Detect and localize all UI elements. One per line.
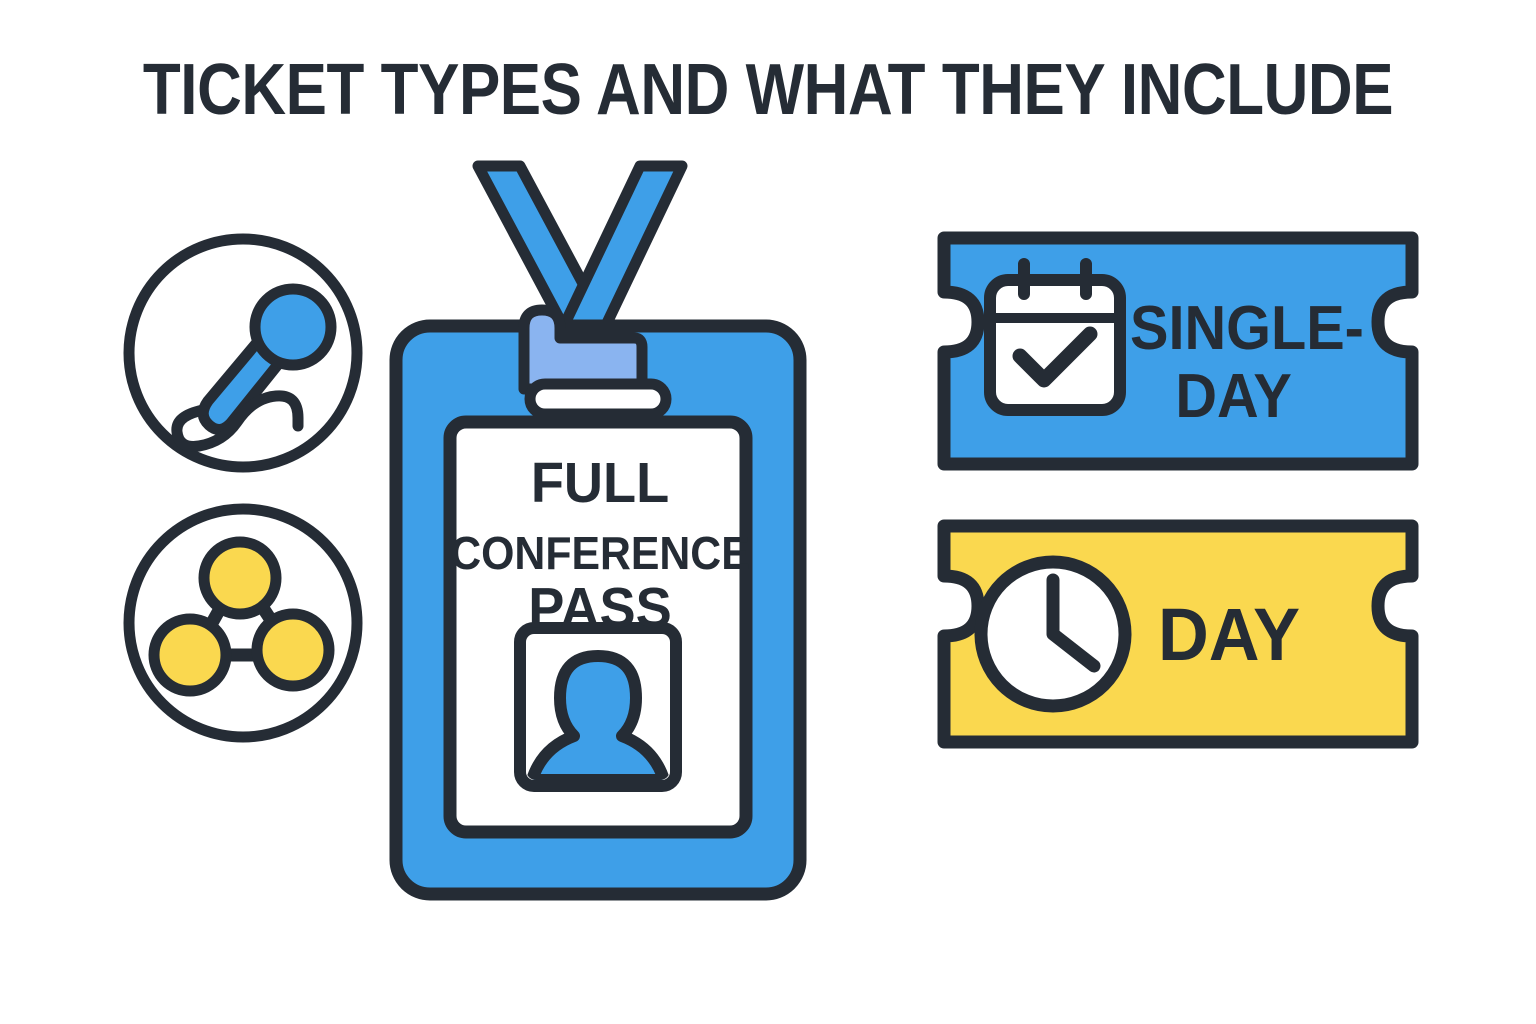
single-day-label-line-2: DAY: [1175, 362, 1292, 431]
single-day-ticket[interactable]: [928, 222, 1428, 480]
lanyard-strap-right: [554, 160, 688, 352]
person-avatar-icon: [526, 650, 670, 780]
calendar-check-icon: [984, 258, 1126, 416]
badge-card-line-1: FULL: [530, 451, 670, 515]
microphone-icon: [123, 233, 363, 473]
full-conference-pass-badge: [389, 160, 807, 901]
clock-icon: [974, 555, 1132, 713]
microphone-cable: [171, 390, 304, 452]
network-node-right: [251, 608, 335, 692]
badge-card-line-3: PASS: [528, 576, 672, 640]
day-ticket[interactable]: [928, 510, 1428, 758]
badge-slot: [524, 378, 672, 420]
day-ticket-label: DAY: [1158, 593, 1300, 676]
network-node-left: [148, 613, 232, 697]
microphone-head: [249, 283, 337, 371]
page-title: TICKET TYPES AND WHAT THEY INCLUDE: [142, 50, 1394, 130]
network-icon: [123, 503, 363, 743]
lanyard-clip: [518, 304, 648, 395]
badge-card-line-2: CONFERENCE: [450, 527, 750, 579]
network-node-top: [198, 536, 282, 620]
single-day-ticket-label: SINGLE- DAY: [1130, 298, 1400, 428]
single-day-label-line-1: SINGLE-: [1130, 294, 1364, 363]
